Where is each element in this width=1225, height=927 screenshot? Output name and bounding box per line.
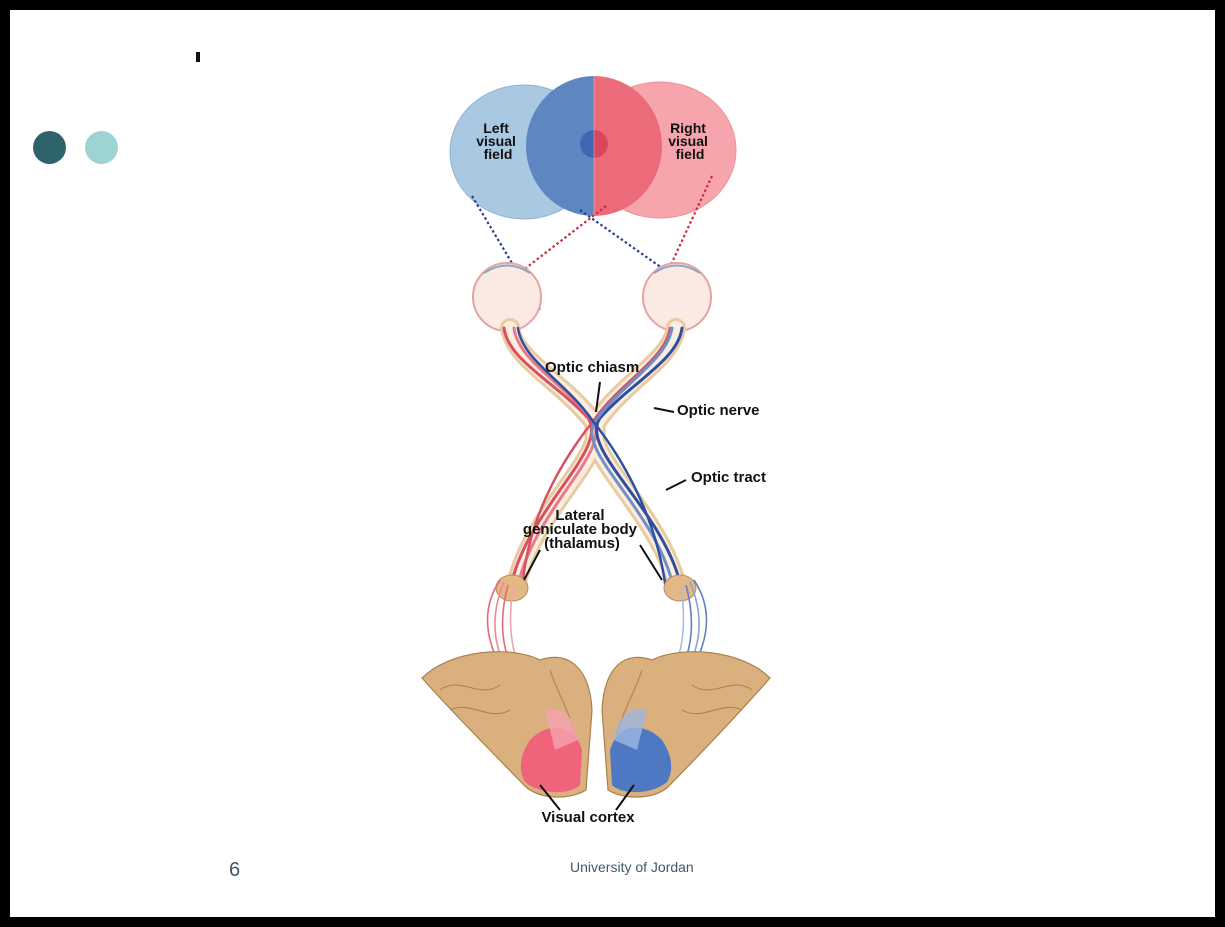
label-optic-nerve: Optic nerve xyxy=(677,402,760,419)
label-optic-tract: Optic tract xyxy=(691,469,766,486)
visual-fields: Left visual field Right visual field xyxy=(450,76,736,219)
right-field-label-3: field xyxy=(676,146,705,162)
left-field-label-3: field xyxy=(484,146,513,162)
label-optic-chiasm: Optic chiasm xyxy=(545,359,639,376)
footer-institution: University of Jordan xyxy=(570,859,694,875)
visual-pathway-diagram: Left visual field Right visual field xyxy=(10,10,1215,917)
slide: Left visual field Right visual field xyxy=(10,10,1215,917)
label-visual-cortex: Visual cortex xyxy=(541,809,635,826)
occipital-lobes xyxy=(422,652,770,797)
label-lgb-3: (thalamus) xyxy=(544,535,620,552)
page-number: 6 xyxy=(229,859,240,882)
